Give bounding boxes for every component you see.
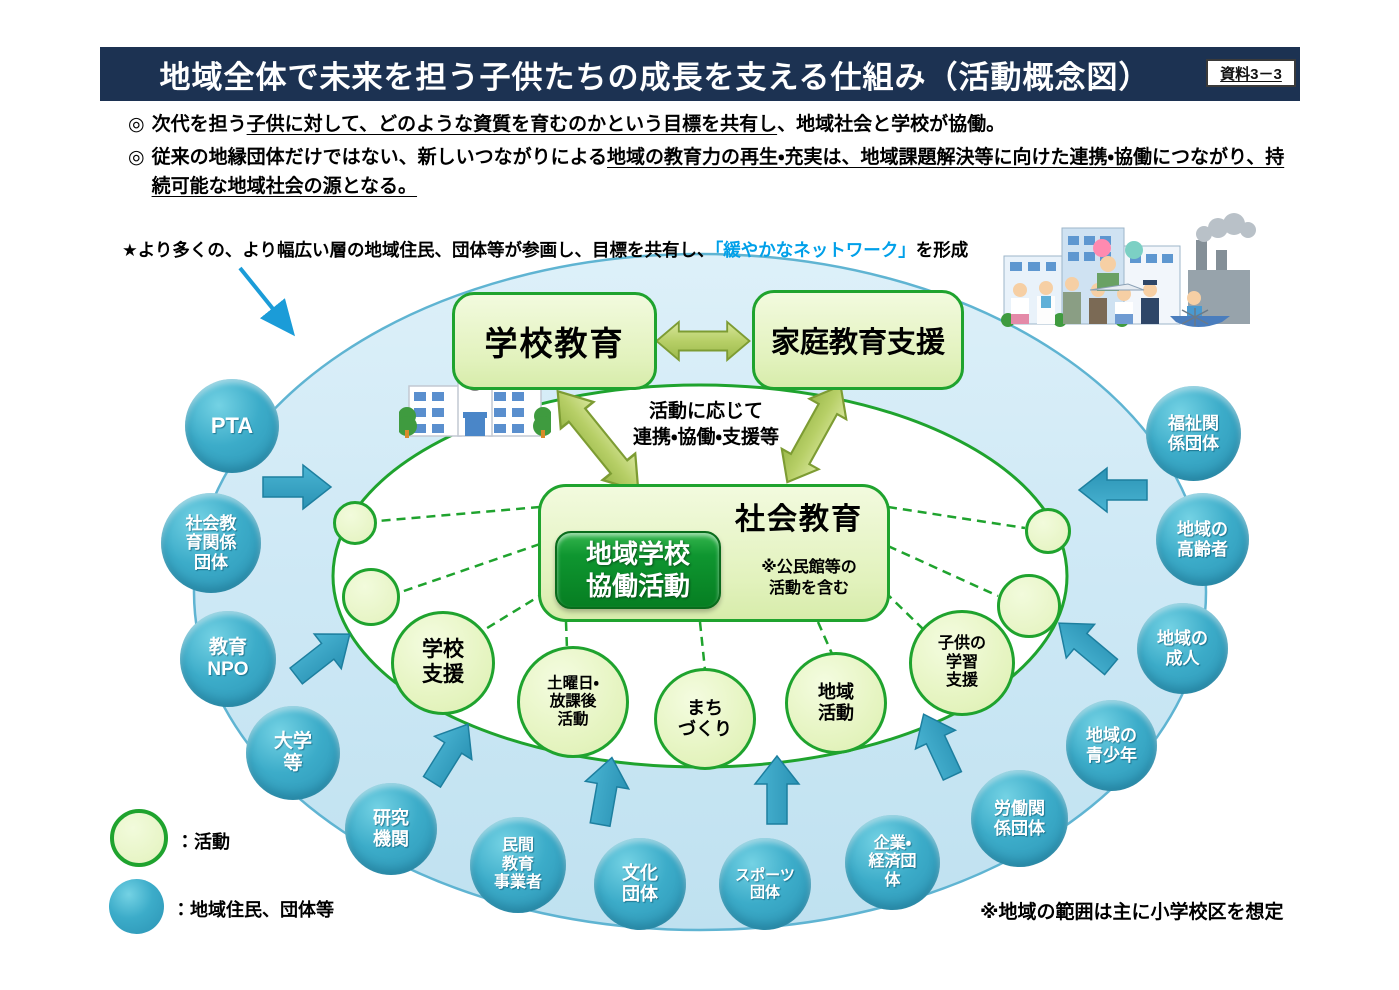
member-circle-pta: PTA	[185, 379, 279, 473]
bullet-1-text: 次代を担う子供に対して、どのような資質を育むのかという目標を共有し、地域社会と学…	[151, 114, 1006, 135]
bullet-2-marker: ◎	[128, 147, 145, 168]
member-circle-social-education-org: 社会教 育関係 団体	[161, 493, 261, 593]
page-title: 地域全体で未来を担う子供たちの成長を支える仕組み（活動概念図）	[159, 59, 1151, 95]
bullet-1-marker: ◎	[128, 114, 145, 135]
document-number-badge: 資料3－3	[1206, 59, 1296, 87]
member-circle-local-adults: 地域の 成人	[1137, 603, 1228, 694]
member-circle-sports-group: スポーツ 団体	[719, 838, 811, 930]
member-circle-labor-org: 労働関 係団体	[971, 770, 1068, 867]
member-circle-business-economic: 企業・ 経済団 体	[845, 815, 940, 910]
ring-node	[1025, 508, 1071, 554]
member-circle-education-npo: 教育 NPO	[180, 611, 276, 707]
bullet-2-text: 従来の地縁団体だけではない、新しいつながりによる地域の教育力の再生・充実は、地域…	[151, 147, 1285, 198]
legend-member-circle	[109, 879, 164, 934]
legend-activity-label: ：活動	[176, 832, 230, 852]
box-school-education: 学校教育	[452, 292, 657, 390]
social-education-title: 社会教育	[735, 503, 863, 536]
link-note: 活動に応じて 連携・協働・支援等	[633, 401, 779, 448]
footnote: ※地域の範囲は主に小学校区を想定	[980, 902, 1284, 923]
school-icon	[399, 365, 551, 438]
star-note: ★より多くの、より幅広い層の地域住民、団体等が参画し、目標を共有し、「緩やかなネ…	[122, 240, 969, 260]
member-circle-local-youth: 地域の 青少年	[1066, 700, 1157, 791]
member-circle-local-elderly: 地域の 高齢者	[1156, 493, 1249, 586]
box-family-education-support: 家庭教育支援	[752, 290, 964, 390]
member-circle-private-education: 民間 教育 事業者	[470, 817, 566, 913]
ring-node	[997, 574, 1061, 638]
activity-community-building: まち づくり	[654, 668, 756, 770]
member-circle-university: 大学 等	[246, 706, 340, 800]
network-highlight: 「緩やかなネットワーク」	[714, 240, 916, 260]
social-education-note: ※公民館等の 活動を含む	[761, 559, 857, 597]
title-bar: 地域全体で未来を担う子供たちの成長を支える仕組み（活動概念図）	[100, 47, 1300, 101]
activity-local-activity: 地域 活動	[785, 652, 887, 754]
star-pointer-arrow	[238, 266, 296, 337]
ring-node	[333, 501, 377, 545]
bullet-1: ◎ 次代を担う子供に対して、どのような資質を育むのかという目標を共有し、地域社会…	[128, 110, 1288, 139]
town-people-illustration	[1001, 213, 1256, 327]
member-circle-welfare-org: 福祉関 係団体	[1146, 386, 1241, 481]
dashed-connectors	[377, 505, 1026, 671]
legend-activity-circle	[110, 809, 168, 867]
ring-node	[342, 568, 400, 626]
legend-member-label: ：地域住民、団体等	[172, 900, 334, 920]
bullet-2: ◎ 従来の地縁団体だけではない、新しいつながりによる地域の教育力の再生・充実は、…	[128, 143, 1288, 202]
activity-school-support: 学校 支援	[391, 611, 495, 715]
member-circle-culture-group: 文化 団体	[594, 838, 686, 930]
activity-child-learning-support: 子供の 学習 支援	[909, 610, 1015, 716]
member-circle-research-institute: 研究 機関	[345, 783, 437, 875]
collab-activity-box: 地域学校 協働活動	[555, 531, 721, 609]
activity-saturday-afterschool: 土曜日・ 放課後 活動	[517, 646, 629, 758]
